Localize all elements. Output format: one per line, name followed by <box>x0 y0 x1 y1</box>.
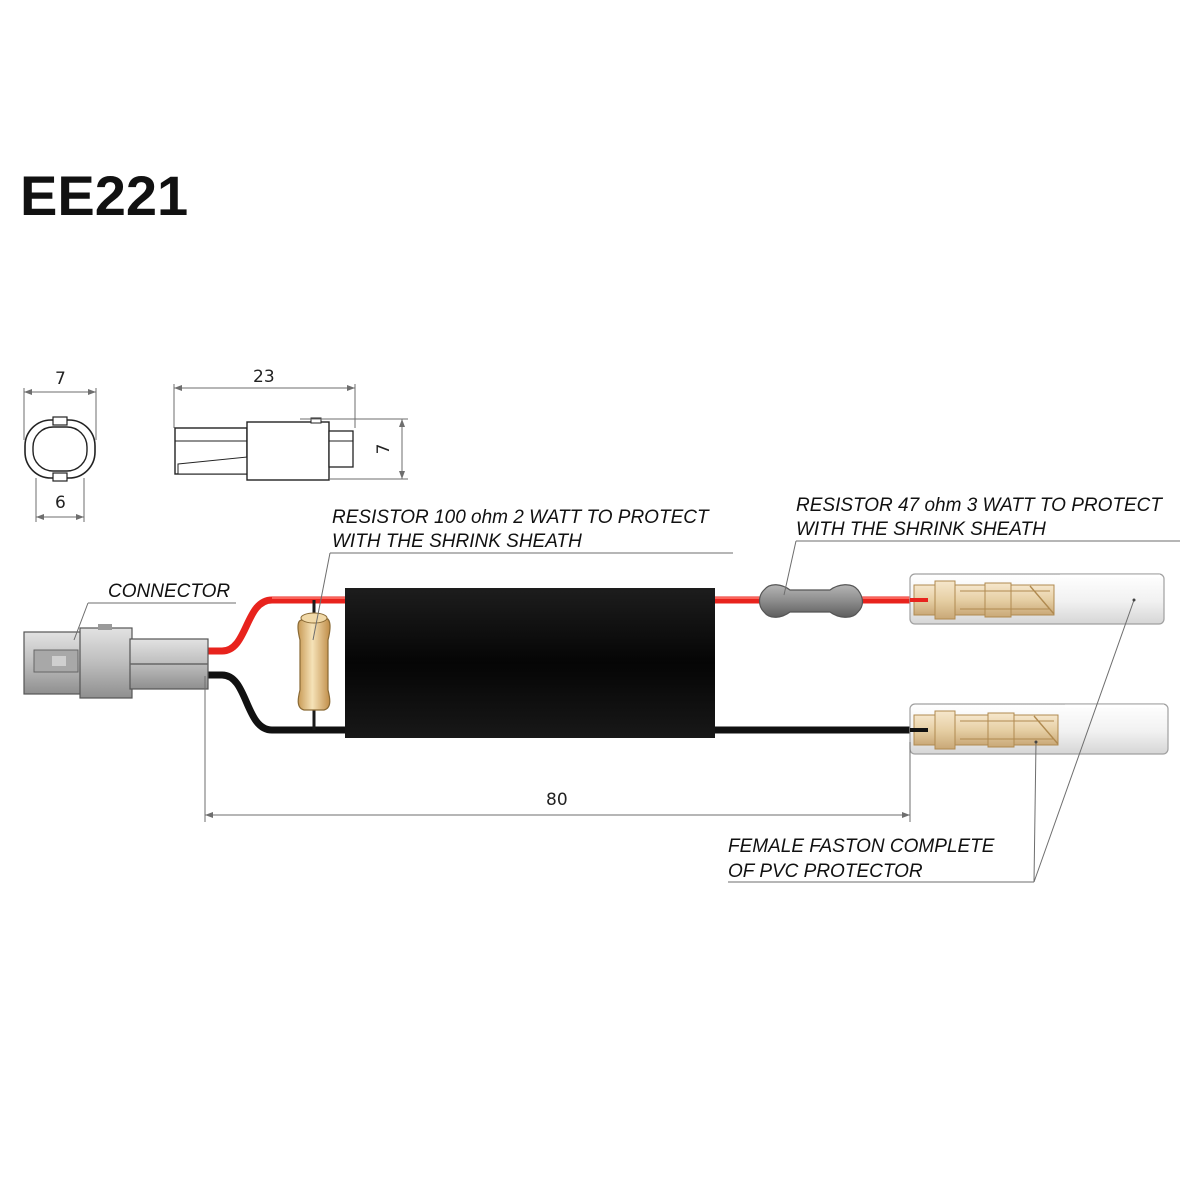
product-code-title: EE221 <box>20 164 188 227</box>
connector-label: CONNECTOR <box>108 581 230 602</box>
front-width-label: 7 <box>55 369 66 389</box>
faston-label-line2: OF PVC PROTECTOR <box>728 861 923 882</box>
front-inner-width-label: 6 <box>55 493 66 513</box>
side-height-label: 7 <box>374 444 394 455</box>
resistor-100-label-line1: RESISTOR 100 ohm 2 WATT TO PROTECT <box>332 507 710 528</box>
faston-label-line1: FEMALE FASTON COMPLETE <box>728 836 995 857</box>
faston-red <box>909 573 1165 625</box>
length-dimension: 80 <box>204 676 911 822</box>
resistor-100-label-line2: WITH THE SHRINK SHEATH <box>332 531 582 552</box>
callout-connector: CONNECTOR <box>73 581 236 641</box>
callout-faston: FEMALE FASTON COMPLETE OF PVC PROTECTOR <box>728 598 1136 883</box>
connector-front-view: 7 6 <box>23 369 97 522</box>
resistor-47-ohm <box>758 584 864 618</box>
cable-length-label: 80 <box>546 790 568 810</box>
resistor-47-label-line1: RESISTOR 47 ohm 3 WATT TO PROTECT <box>796 495 1163 516</box>
side-length-label: 23 <box>253 367 275 387</box>
black-wire <box>201 671 914 734</box>
resistor-100-ohm <box>297 612 331 711</box>
faston-black <box>909 703 1169 755</box>
callout-resistor-47: RESISTOR 47 ohm 3 WATT TO PROTECT WITH T… <box>783 495 1180 596</box>
resistor-47-label-line2: WITH THE SHRINK SHEATH <box>796 519 1046 540</box>
red-wire <box>201 596 914 655</box>
callout-resistor-100: RESISTOR 100 ohm 2 WATT TO PROTECT WITH … <box>312 507 733 641</box>
connector <box>23 624 209 699</box>
connector-side-view: 23 7 <box>173 367 408 481</box>
shrink-sheath <box>345 588 715 738</box>
